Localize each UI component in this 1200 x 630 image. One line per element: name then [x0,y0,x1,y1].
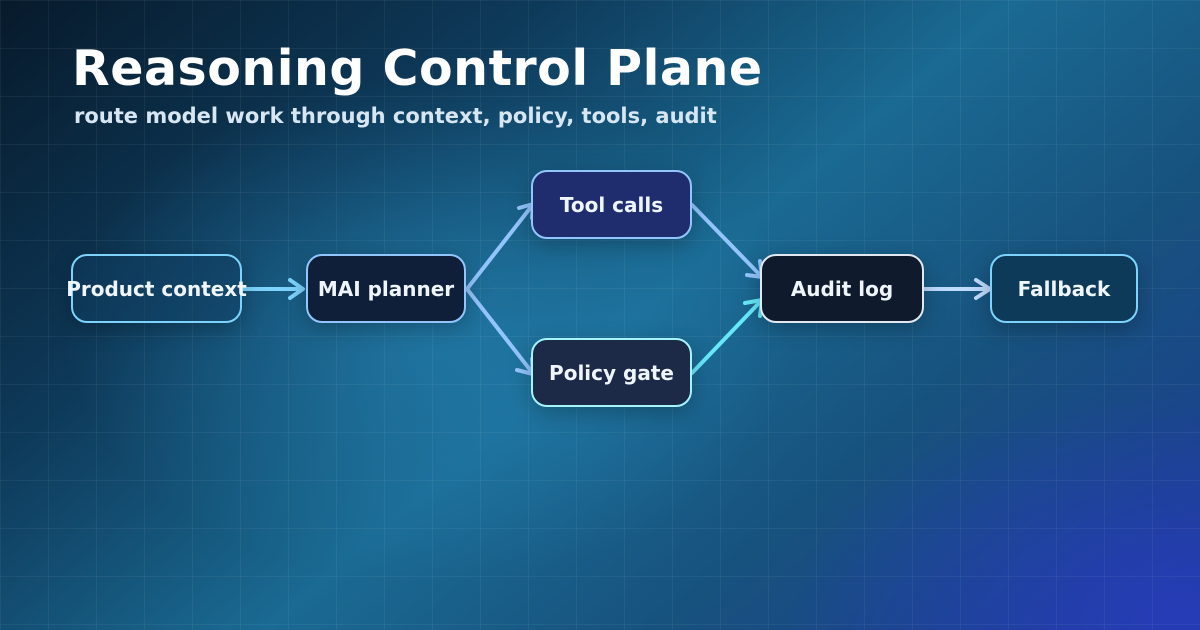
node-mai-planner-label: MAI planner [317,276,455,301]
node-policy-gate: Policy gate [531,338,692,407]
node-tool-calls-label: Tool calls [559,192,664,217]
edge-planner-to-policy [465,287,533,373]
edge-planner-to-tools [465,205,533,291]
node-policy-gate-label: Policy gate [549,360,674,385]
node-audit-log-label: Audit log [790,276,894,301]
node-tool-calls: Tool calls [531,170,692,239]
node-audit-log: Audit log [760,254,924,323]
page-subtitle: route model work through context, policy… [74,104,717,128]
node-product-context: Product context [66,254,247,323]
edge-policy-to-audit [690,300,762,375]
edge-tools-to-audit [690,203,762,277]
node-product-context-label: Product context [66,276,247,301]
node-mai-planner: MAI planner [306,254,466,323]
node-fallback-label: Fallback [1017,276,1111,301]
arrowhead-product-to-planner [288,278,305,300]
node-fallback: Fallback [990,254,1138,323]
page-title: Reasoning Control Plane [72,40,763,97]
